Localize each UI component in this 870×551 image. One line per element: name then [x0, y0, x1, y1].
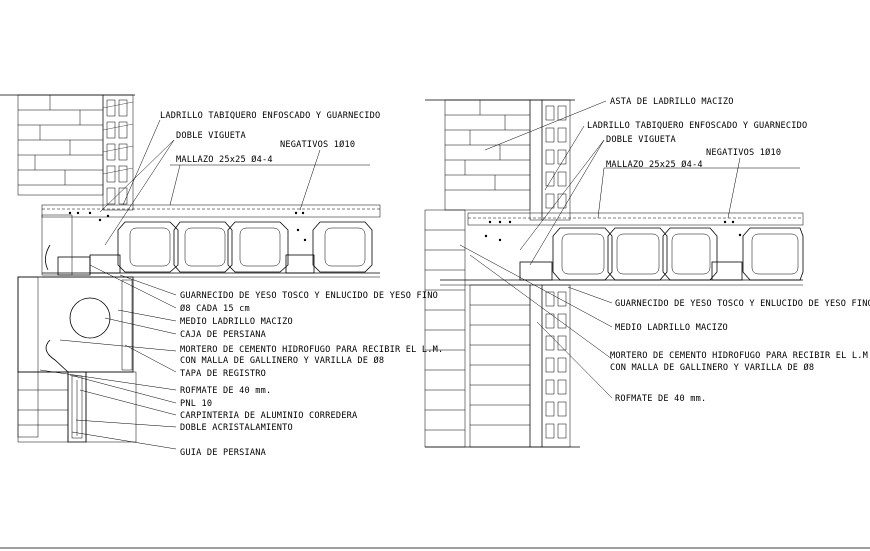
label-ladrillo-tabiquero: LADRILLO TABIQUERO ENFOSCADO Y GUARNECID… [160, 111, 380, 121]
left-window [17, 339, 137, 443]
left-leader-lines [39, 119, 370, 450]
right-brick-wall [444, 99, 531, 211]
right-slab [440, 212, 804, 286]
label-negativos-right: NEGATIVOS 1Ø10 [706, 147, 781, 158]
label-medio-ladrillo: MEDIO LADRILLO MACIZO [180, 317, 293, 327]
right-brick-wall-lower [424, 209, 580, 448]
label-ladrillo-tabiquero-right: LADRILLO TABIQUERO ENFOSCADO Y GUARNECID… [587, 121, 807, 131]
label-mortero-2: CON MALLA DE GALLINERO Y VARILLA DE Ø8 [180, 355, 384, 366]
label-guarnecido-right: GUARNECIDO DE YESO TOSCO Y ENLUCIDO DE Y… [615, 299, 870, 309]
right-detail: ASTA DE LADRILLO MACIZO LADRILLO TABIQUE… [424, 97, 870, 448]
label-doble-acristalamiento: DOBLE ACRISTALAMIENTO [180, 423, 293, 433]
left-slab [41, 204, 381, 278]
label-doble-vigueta: DOBLE VIGUETA [176, 131, 246, 141]
label-mortero-right-2: CON MALLA DE GALLINERO Y VARILLA DE Ø8 [610, 362, 814, 373]
label-o8-cada: Ø8 CADA 15 cm [180, 303, 250, 314]
label-rofmate-right: ROFMATE DE 40 mm. [615, 394, 706, 404]
label-mallazo: MALLAZO 25x25 Ø4-4 [176, 154, 273, 165]
label-guia-persiana: GUIA DE PERSIANA [180, 448, 267, 458]
label-asta-ladrillo: ASTA DE LADRILLO MACIZO [610, 97, 734, 107]
label-mallazo-right: MALLAZO 25x25 Ø4-4 [606, 159, 703, 170]
left-shutter-box [17, 214, 134, 438]
right-hollow-brick [541, 99, 571, 221]
left-brick-wall-upper [17, 94, 104, 196]
label-negativos: NEGATIVOS 1Ø10 [280, 139, 355, 150]
label-tapa-registro: TAPA DE REGISTRO [180, 369, 266, 379]
left-detail: LADRILLO TABIQUERO ENFOSCADO Y GUARNECID… [0, 94, 443, 458]
label-caja-persiana: CAJA DE PERSIANA [180, 330, 267, 340]
label-mortero-1: MORTERO DE CEMENTO HIDROFUGO PARA RECIBI… [180, 345, 443, 355]
right-leader-lines [459, 100, 800, 399]
label-doble-vigueta-right: DOBLE VIGUETA [606, 135, 676, 145]
label-mortero-right-1: MORTERO DE CEMENTO HIDROFUGO PARA RECIBI… [610, 351, 870, 361]
label-rofmate: ROFMATE DE 40 mm. [180, 386, 271, 396]
left-hollow-brick [102, 94, 134, 211]
label-guarnecido: GUARNECIDO DE YESO TOSCO Y ENLUCIDO DE Y… [180, 291, 438, 301]
label-carpinteria: CARPINTERIA DE ALUMINIO CORREDERA [180, 411, 358, 421]
label-medio-ladrillo-right: MEDIO LADRILLO MACIZO [615, 323, 728, 333]
label-pnl: PNL 10 [180, 399, 212, 409]
